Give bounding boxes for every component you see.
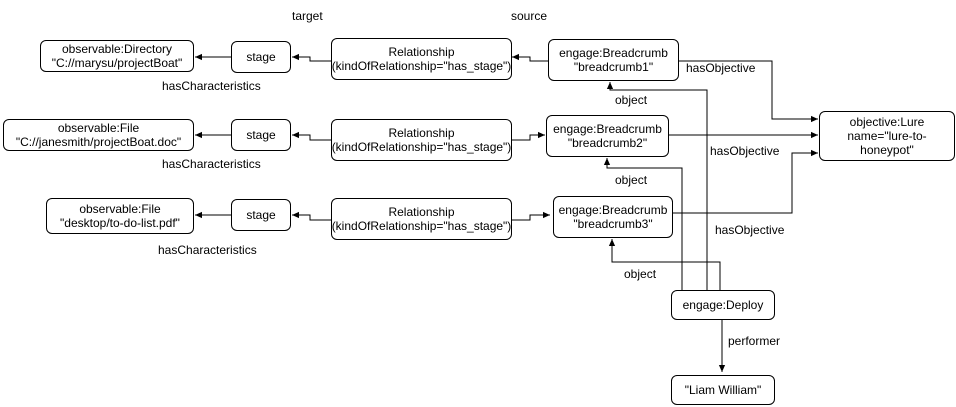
- objective-lure-node[interactable]: objective:Lure name="lure-to- honeypot": [819, 111, 955, 161]
- edge-bc1-has-objective: [679, 60, 818, 123]
- node-type-label: observable:Directory: [61, 42, 173, 56]
- lure-type: objective:Lure: [849, 115, 925, 129]
- lure-name-line1: name="lure-to-: [847, 129, 927, 143]
- edge-label-object-3: object: [624, 267, 657, 281]
- node-type-label: observable:File: [57, 121, 140, 135]
- stage-node-2[interactable]: stage: [231, 119, 291, 151]
- target-column-label: target: [292, 9, 323, 23]
- stage-node-1[interactable]: stage: [231, 41, 291, 73]
- edge-rel3-to-stage3: [292, 211, 331, 221]
- edge-rel2-to-bc2: [512, 131, 545, 141]
- relationship-node-1[interactable]: Relationship (kindOfRelationship="has_st…: [331, 38, 512, 80]
- breadcrumb-name: "breadcrumb2": [567, 136, 648, 150]
- edge-label-has-characteristics-2: hasCharacteristics: [162, 157, 261, 171]
- source-column-label: source: [511, 9, 548, 23]
- edge-deploy-object-bc2: [603, 158, 683, 290]
- breadcrumb-type: engage:Breadcrumb: [553, 122, 662, 136]
- lure-name-line2: honeypot": [860, 143, 914, 157]
- edge-label-has-objective-2: hasObjective: [710, 144, 780, 158]
- edge-rel3-to-bc3: [512, 211, 550, 221]
- engage-deploy-node[interactable]: engage:Deploy: [671, 290, 775, 320]
- breadcrumb-name: "breadcrumb3": [573, 217, 653, 231]
- relationship-kind: (kindOfRelationship="has_stage"): [331, 59, 512, 73]
- edge-bc3-has-objective: [673, 149, 818, 214]
- edge-label-object-1: object: [615, 93, 648, 107]
- observable-file-node-3[interactable]: observable:File "desktop/to-do-list.pdf": [46, 198, 194, 234]
- performer-node[interactable]: "Liam William": [671, 375, 775, 405]
- node-type-label: observable:File: [79, 202, 161, 216]
- edge-label-has-objective-3: hasObjective: [715, 223, 785, 237]
- relationship-title: Relationship: [388, 45, 455, 59]
- relationship-node-2[interactable]: Relationship (kindOfRelationship="has_st…: [331, 119, 512, 161]
- stage-label: stage: [246, 50, 276, 64]
- edge-deploy-object-bc1: [606, 82, 708, 290]
- edge-deploy-object-bc3: [608, 239, 721, 290]
- stage-label: stage: [246, 208, 276, 222]
- breadcrumb-type: engage:Breadcrumb: [559, 46, 668, 60]
- relationship-kind: (kindOfRelationship="has_stage"): [331, 140, 512, 154]
- stage-label: stage: [246, 128, 276, 142]
- edge-label-performer: performer: [728, 334, 781, 348]
- breadcrumb-type: engage:Breadcrumb: [558, 203, 668, 217]
- observable-file-node-2[interactable]: observable:File "C://janesmith/projectBo…: [3, 119, 194, 151]
- edge-label-has-characteristics-3: hasCharacteristics: [158, 243, 257, 257]
- breadcrumb-node-2[interactable]: engage:Breadcrumb "breadcrumb2": [546, 115, 669, 157]
- edge-rel1-to-stage1: [292, 53, 331, 62]
- breadcrumb-node-1[interactable]: engage:Breadcrumb "breadcrumb1": [548, 39, 679, 81]
- edge-label-has-characteristics-1: hasCharacteristics: [162, 79, 261, 93]
- edge-label-object-2: object: [615, 173, 648, 187]
- deploy-label: engage:Deploy: [682, 298, 764, 312]
- relationship-title: Relationship: [388, 205, 455, 219]
- edge-bc1-to-rel1: [512, 53, 548, 62]
- node-value-label: "desktop/to-do-list.pdf": [60, 216, 180, 230]
- relationship-title: Relationship: [388, 126, 455, 140]
- stage-node-3[interactable]: stage: [231, 199, 291, 231]
- observable-directory-node[interactable]: observable:Directory "C://marysu/project…: [40, 40, 194, 72]
- edge-label-has-objective-1: hasObjective: [686, 61, 756, 75]
- node-value-label: "C://janesmith/projectBoat.doc": [15, 135, 182, 149]
- breadcrumb-name: "breadcrumb1": [573, 60, 654, 74]
- breadcrumb-node-3[interactable]: engage:Breadcrumb "breadcrumb3": [553, 196, 673, 238]
- performer-name: "Liam William": [684, 383, 762, 397]
- relationship-kind: (kindOfRelationship="has_stage"): [331, 219, 512, 233]
- edge-rel2-to-stage2: [292, 131, 331, 141]
- relationship-node-3[interactable]: Relationship (kindOfRelationship="has_st…: [331, 198, 512, 240]
- node-value-label: "C://marysu/projectBoat": [51, 56, 183, 70]
